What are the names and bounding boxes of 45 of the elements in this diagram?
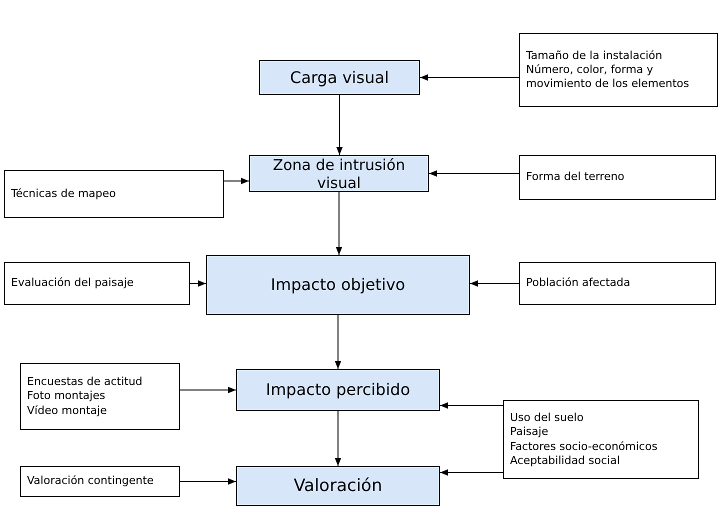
process-box [236,466,440,506]
note-text: Valoración contingente [27,474,154,489]
arrow [428,170,520,177]
arrow [190,280,206,287]
note-box [20,363,180,430]
process-box [206,255,470,315]
note-text: Población afectada [526,276,630,291]
arrow [334,410,342,466]
note-box [4,170,224,218]
process-box [236,369,440,411]
arrow [470,280,520,287]
arrow [224,178,250,184]
note-box [20,466,180,497]
arrow [180,386,236,394]
box-title: Impacto objetivo [270,275,406,295]
box-title: Zona de intrusión visual [272,156,406,192]
arrow [440,469,504,476]
note-box [519,33,718,107]
arrow [440,402,504,409]
note-text: Vídeo montaje [27,404,107,418]
note-text: Encuestas de actitud [27,375,142,390]
note-text: Factores socio-económicos [510,440,658,454]
note-box [4,262,190,305]
note-box [519,262,716,305]
box-title: Impacto percibido [266,380,410,400]
note-text: Número, color, forma y movimiento de los elementos [526,62,690,92]
note-text: Técnicas de mapeo [11,186,116,202]
process-box [249,155,429,192]
arrow [336,192,342,256]
arrow [334,314,342,370]
arrow [336,94,343,156]
note-text: Aceptabilidad social [510,454,620,468]
note-text: Evaluación del paisaje [11,276,134,291]
note-text: Uso del suelo [510,410,584,426]
arrow [180,478,236,485]
note-box [519,155,716,200]
note-box [503,400,699,479]
note-text: Tamaño de la instalación [526,48,662,63]
process-box [259,60,420,95]
box-title: Carga visual [290,68,389,88]
arrow [420,74,520,81]
note-text: Foto montajes [27,389,106,404]
note-text: Paisaje [510,425,548,440]
note-text: Forma del terreno [526,170,624,185]
box-title: Valoración [294,476,382,496]
